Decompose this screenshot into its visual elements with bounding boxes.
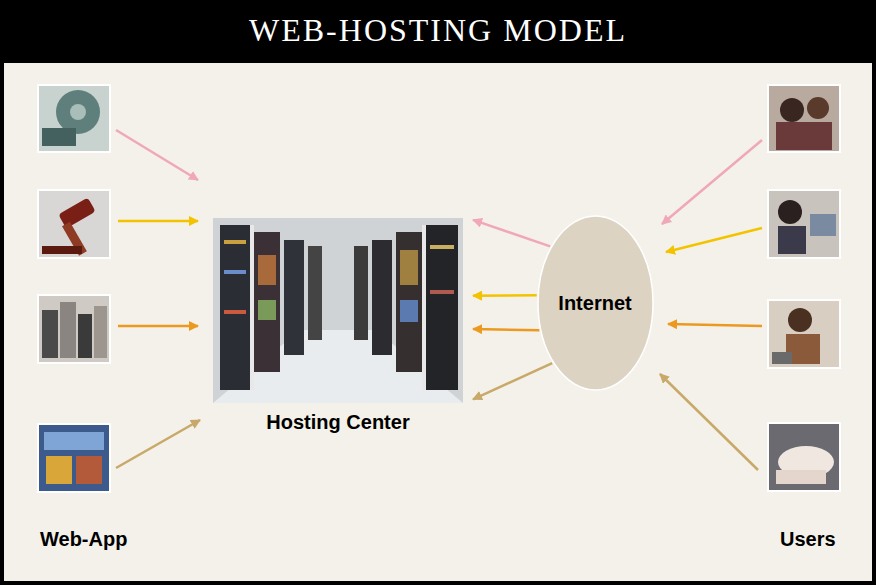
- flow-arrow: [473, 329, 539, 330]
- flow-arrow: [473, 363, 552, 399]
- users-photo: [768, 300, 840, 368]
- users-photo: [768, 85, 840, 152]
- screen-photo: [38, 424, 110, 492]
- hand-mouse-photo: [768, 423, 840, 491]
- title-bar: WEB-HOSTING MODEL: [0, 0, 876, 60]
- column-label: Users: [780, 528, 836, 551]
- flow-arrow: [473, 294, 537, 297]
- server-room-photo: [213, 218, 463, 403]
- hosting-center-node: Hosting Center: [213, 218, 463, 403]
- internet-ellipse: Internet: [537, 215, 654, 391]
- users-photo: [768, 190, 840, 258]
- column-label: Web-App: [40, 528, 127, 551]
- node-caption: Hosting Center: [213, 411, 463, 434]
- diagram-title: WEB-HOSTING MODEL: [249, 12, 627, 49]
- ellipse-shape: [538, 216, 653, 390]
- gavel-photo: [38, 190, 110, 258]
- flow-arrow: [473, 220, 550, 247]
- flow-arrows: [116, 130, 762, 470]
- node-label: Internet: [558, 292, 631, 315]
- coin-stacks-photo: [38, 295, 110, 363]
- film-reel-photo: [38, 85, 110, 152]
